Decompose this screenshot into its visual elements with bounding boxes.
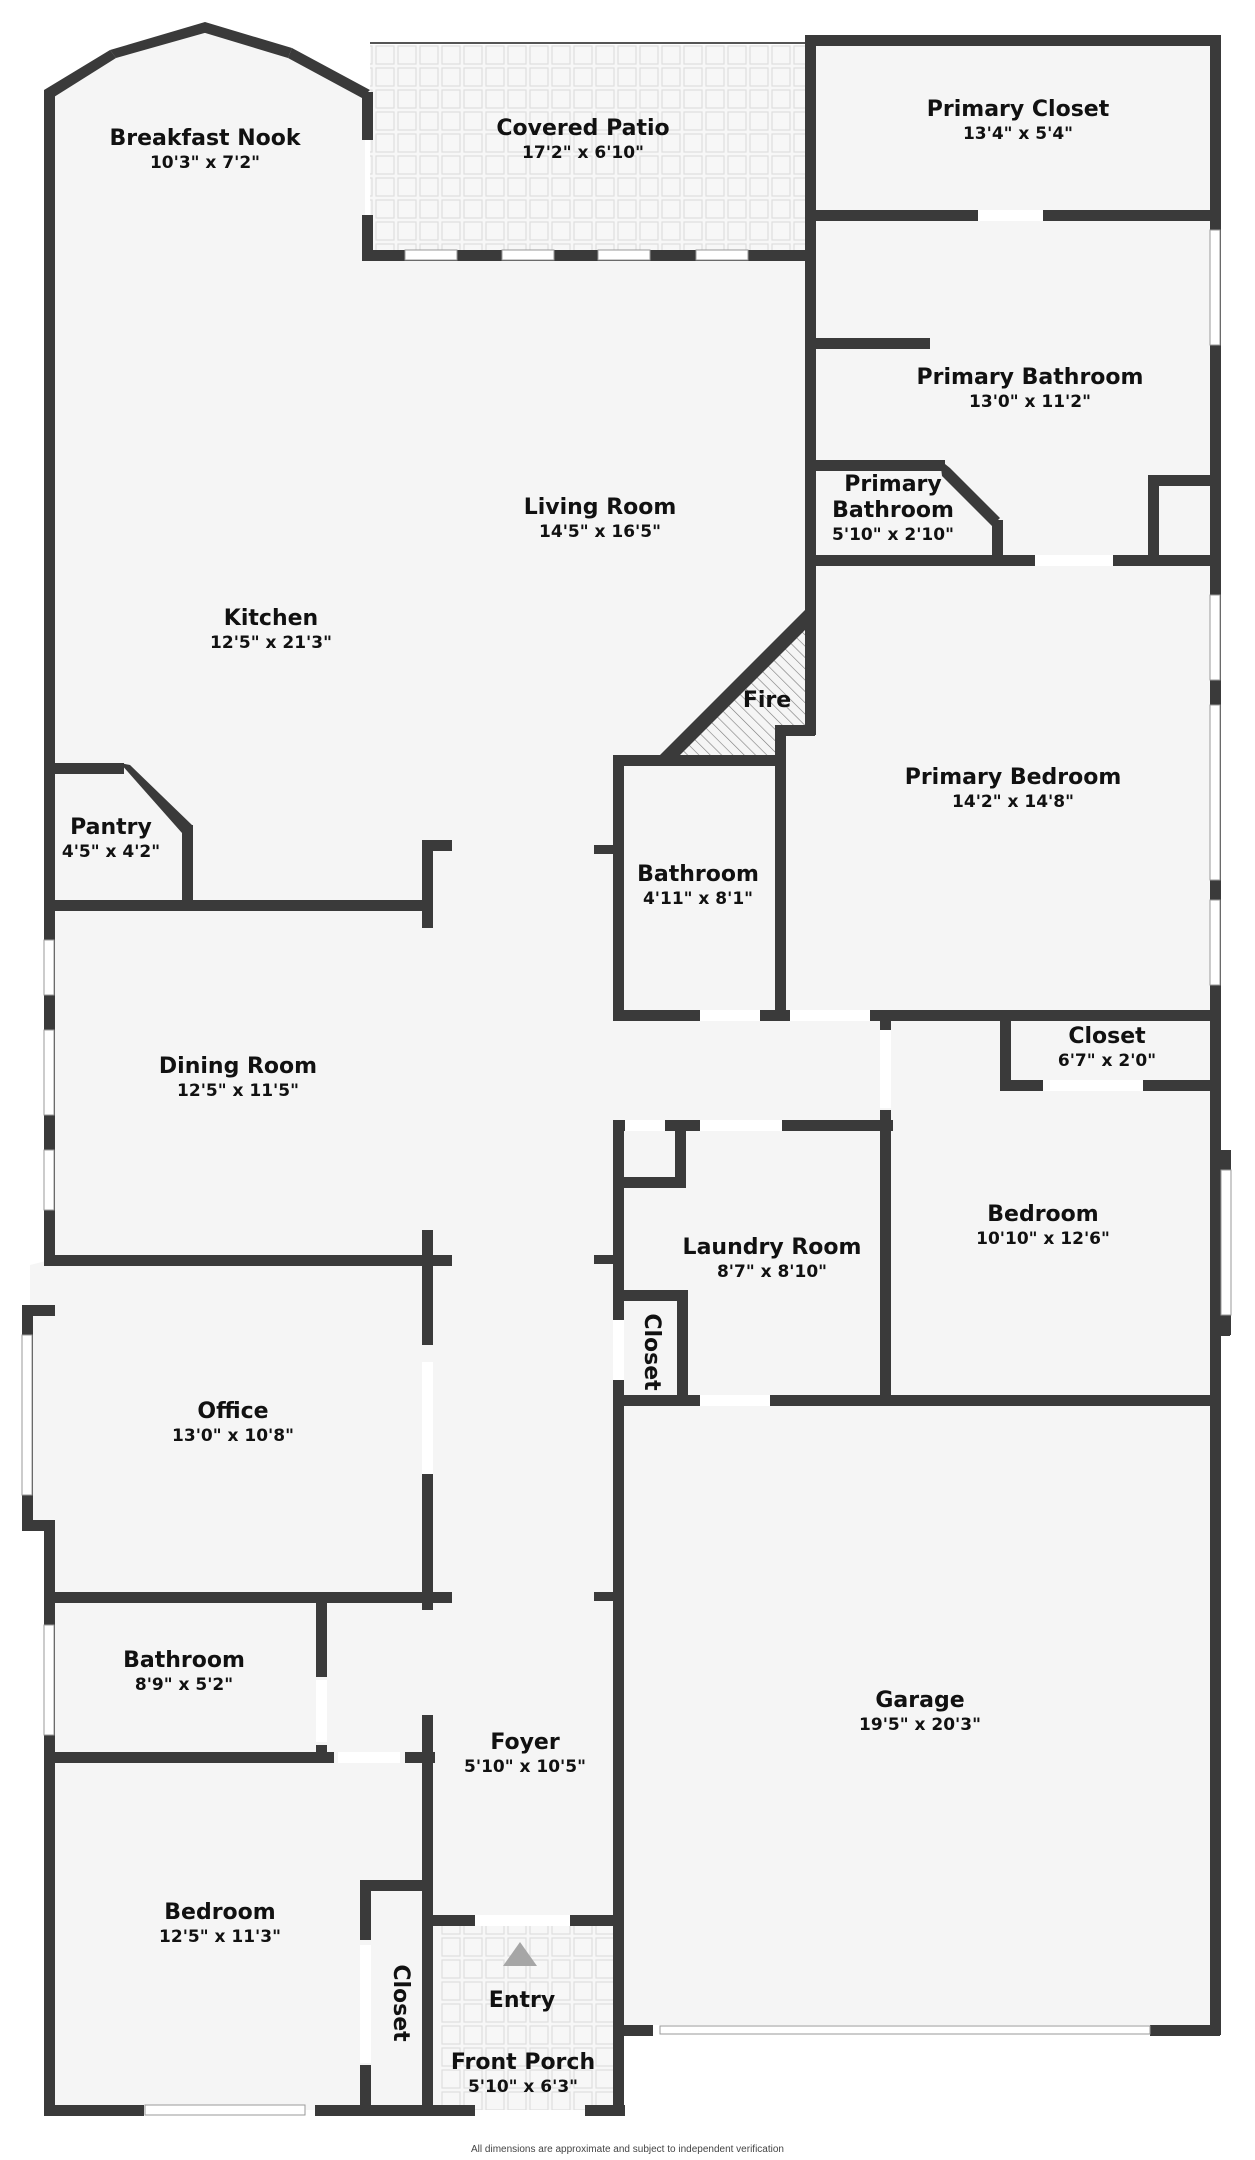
room-dimensions: 14'2" x 14'8" (952, 792, 1074, 812)
room-dimensions: 8'9" x 5'2" (134, 1675, 234, 1695)
room-primary-bathroom: Primary Bathroom 13'0" x 11'2" (917, 365, 1144, 413)
fireplace-name: Fire (742, 688, 792, 713)
room-dimensions: 6'7" x 2'0" (1057, 1051, 1157, 1071)
room-living-room: Living Room 14'5" x 16'5" (524, 495, 677, 543)
room-name-line1: Primary (844, 472, 942, 497)
room-bedroom2: Bedroom 10'10" x 12'6" (976, 1202, 1110, 1250)
room-name: Bathroom (637, 862, 759, 887)
room-name: Closet (388, 1964, 413, 2042)
room-dimensions: 4'5" x 4'2" (61, 842, 161, 862)
room-dimensions: 14'5" x 16'5" (539, 522, 661, 542)
room-name: Dining Room (158, 1054, 318, 1079)
room-foyer: Foyer 5'10" x 10'5" (464, 1730, 586, 1778)
room-name: Kitchen (223, 606, 319, 631)
room-laundry-closet: Closet (638, 1313, 664, 1390)
room-name: Primary Bedroom (904, 765, 1122, 790)
room-dimensions: 17'2" x 6'10" (522, 143, 644, 163)
covered-patio-floor (370, 45, 808, 250)
room-name-line2: Bathroom (832, 498, 954, 523)
room-garage: Garage 19'5" x 20'3" (859, 1688, 981, 1736)
room-office: Office 13'0" x 10'8" (172, 1399, 294, 1447)
room-dimensions: 5'10" x 10'5" (464, 1757, 586, 1777)
room-name: Primary Bathroom (916, 365, 1144, 390)
room-primary-bedroom: Primary Bedroom 14'2" x 14'8" (905, 765, 1122, 813)
room-name: Bedroom (987, 1202, 1099, 1227)
room-dimensions: 12'5" x 11'3" (159, 1927, 281, 1947)
room-front-porch: Front Porch 5'10" x 6'3" (451, 2050, 595, 2098)
room-dimensions: 5'10" x 2'10" (832, 525, 954, 545)
room-closet-bedroom2: Closet 6'7" x 2'0" (1058, 1024, 1156, 1072)
disclaimer-note: All dimensions are approximate and subje… (471, 2144, 784, 2155)
room-dimensions: 10'10" x 12'6" (976, 1229, 1110, 1249)
room-covered-patio: Covered Patio 17'2" x 6'10" (496, 116, 669, 164)
room-bathroom-hall: Bathroom 4'11" x 8'1" (637, 862, 759, 910)
room-name: Living Room (523, 495, 677, 520)
room-kitchen: Kitchen 12'5" x 21'3" (210, 606, 332, 654)
room-dimensions: 4'11" x 8'1" (642, 889, 754, 909)
room-dimensions: 8'7" x 8'10" (716, 1262, 828, 1282)
walls (22, 22, 1231, 2116)
room-bedroom3: Bedroom 12'5" x 11'3" (159, 1900, 281, 1948)
room-pantry: Pantry 4'5" x 4'2" (62, 815, 160, 863)
entry-name: Entry (488, 1988, 556, 2013)
room-dining-room: Dining Room 12'5" x 11'5" (159, 1054, 317, 1102)
room-name: Garage (875, 1688, 965, 1713)
room-dimensions: 5'10" x 6'3" (467, 2077, 579, 2097)
entry-label: Entry (489, 1988, 555, 2014)
room-name: Pantry (70, 815, 152, 840)
room-name: Laundry Room (682, 1235, 862, 1260)
room-dimensions: 19'5" x 20'3" (859, 1715, 981, 1735)
windows (21, 229, 1232, 2116)
room-name: Front Porch (450, 2050, 596, 2075)
room-primary-closet: Primary Closet 13'4" x 5'4" (927, 97, 1109, 145)
room-name: Foyer (490, 1730, 560, 1755)
floors (30, 25, 1228, 2110)
room-name: Office (197, 1399, 269, 1424)
room-bedroom3-closet: Closet (387, 1964, 413, 2041)
room-primary-bathroom-small: Primary Bathroom 5'10" x 2'10" (832, 472, 954, 546)
door-openings (316, 210, 1143, 2063)
room-name: Bedroom (164, 1900, 276, 1925)
room-dimensions: 12'5" x 21'3" (210, 633, 332, 653)
room-dimensions: 13'0" x 11'2" (969, 392, 1091, 412)
fireplace-label: Fire (743, 688, 791, 714)
room-dimensions: 10'3" x 7'2" (149, 153, 261, 173)
room-dimensions: 12'5" x 11'5" (177, 1081, 299, 1101)
room-breakfast-nook: Breakfast Nook 10'3" x 7'2" (110, 126, 301, 174)
room-name: Breakfast Nook (109, 126, 301, 151)
room-dimensions: 13'4" x 5'4" (962, 124, 1074, 144)
room-name: Closet (639, 1313, 664, 1391)
room-name: Bathroom (123, 1648, 245, 1673)
room-laundry-room: Laundry Room 8'7" x 8'10" (683, 1235, 862, 1283)
room-bathroom-lower: Bathroom 8'9" x 5'2" (123, 1648, 245, 1696)
room-name: Covered Patio (496, 116, 670, 141)
room-name: Closet (1068, 1024, 1146, 1049)
entry-arrow-icon (503, 1942, 537, 1966)
room-name: Primary Closet (926, 97, 1110, 122)
room-dimensions: 13'0" x 10'8" (172, 1426, 294, 1446)
